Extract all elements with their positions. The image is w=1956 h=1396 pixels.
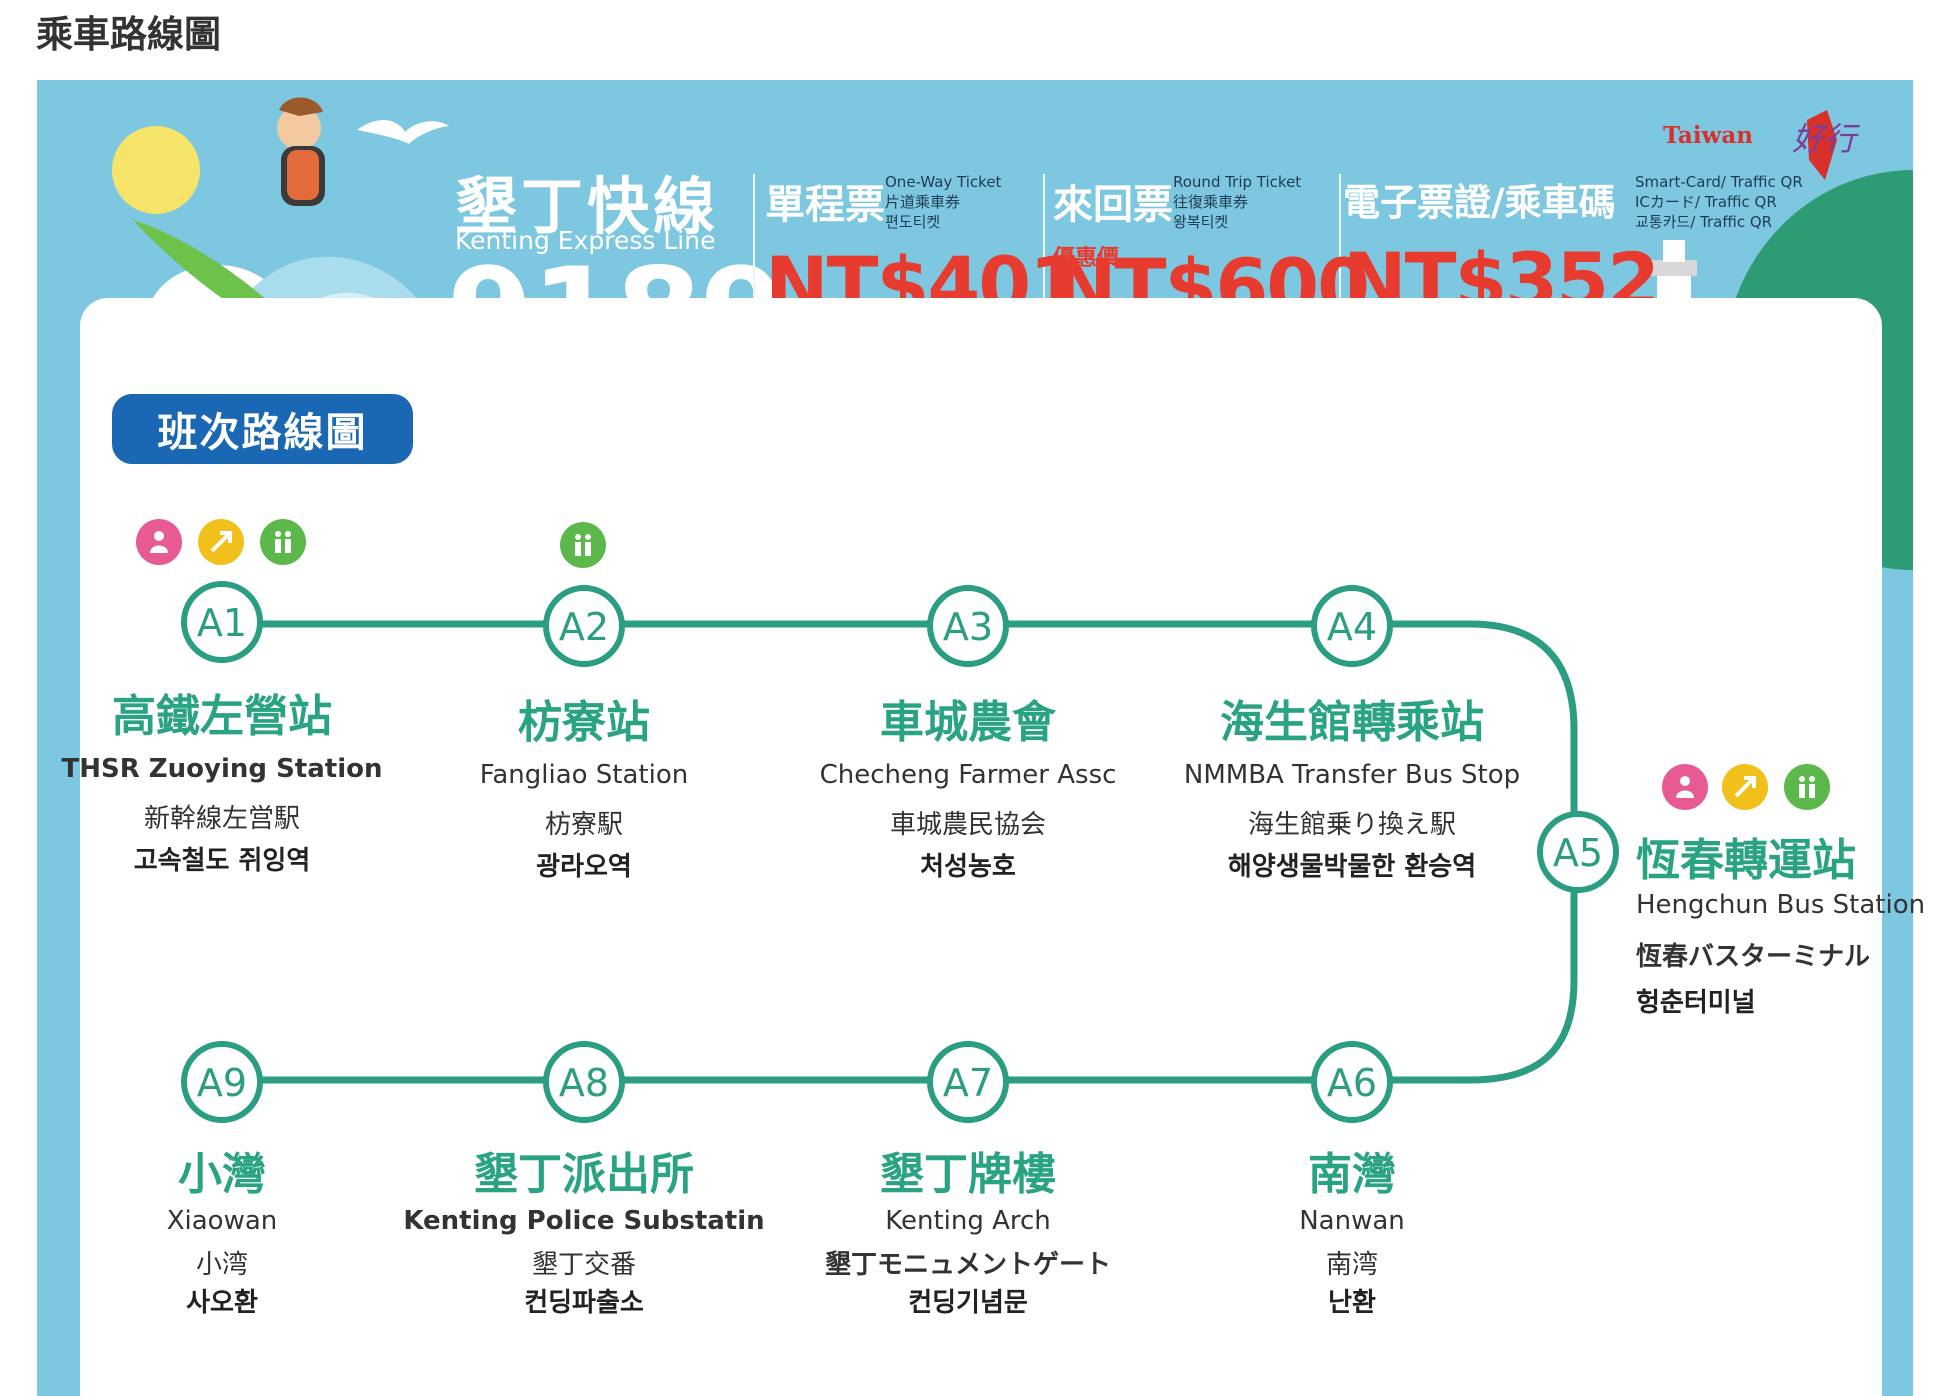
stop-name-zh: 車城農會 bbox=[880, 697, 1056, 748]
stop-name-ja: 墾丁交番 bbox=[531, 1250, 637, 1280]
stop-name-ko: 처성농호 bbox=[920, 852, 1016, 882]
stop-marker-a6: A6 bbox=[1311, 1041, 1393, 1123]
stop-marker-a9: A9 bbox=[181, 1041, 263, 1123]
stop-markers: A1 A2 A3 A4 A5 A6 A7 A8 A9 bbox=[181, 581, 1619, 1123]
stop-name-ko: 헝춘터미널 bbox=[1636, 988, 1756, 1018]
stop-name-ja: 枋寮駅 bbox=[544, 810, 624, 840]
stop-marker-a8: A8 bbox=[543, 1041, 625, 1123]
stop-name-ko: 난환 bbox=[1328, 1288, 1376, 1318]
stop-code: A5 bbox=[1553, 831, 1603, 875]
stop-name-ja: 南湾 bbox=[1325, 1250, 1379, 1280]
stop-code: A7 bbox=[943, 1061, 993, 1105]
stop-marker-a1: A1 bbox=[181, 581, 263, 663]
stop-name-en: Xiaowan bbox=[166, 1206, 278, 1236]
stop-name-en: Kenting Arch bbox=[885, 1206, 1051, 1236]
restroom-icon bbox=[560, 522, 606, 568]
nursing-room-icon bbox=[136, 519, 182, 565]
ticket-name-roundtrip: 來回票 bbox=[1053, 182, 1173, 228]
haoxing-logo: 好行 bbox=[1792, 120, 1857, 158]
restroom-icon bbox=[260, 519, 306, 565]
information-icon bbox=[198, 519, 244, 565]
route-heading: 班次路線圖 bbox=[112, 394, 413, 464]
stop-code: A3 bbox=[943, 605, 993, 649]
stop-name-ja: 恆春バスターミナル bbox=[1636, 942, 1871, 972]
stop-name-ko: 광라오역 bbox=[536, 852, 632, 882]
divider bbox=[753, 174, 755, 370]
stop-marker-a7: A7 bbox=[927, 1041, 1009, 1123]
stop-name-zh: 海生館轉乘站 bbox=[1220, 697, 1484, 748]
stop-name-ko: 컨딩기념문 bbox=[908, 1288, 1028, 1318]
stop-marker-a5: A5 bbox=[1537, 811, 1619, 893]
stop-name-en: NMMBA Transfer Bus Stop bbox=[1183, 760, 1521, 790]
stop-code: A4 bbox=[1327, 605, 1377, 649]
stop-name-zh: 枋寮站 bbox=[518, 697, 650, 748]
stop-name-ko: 사오환 bbox=[186, 1288, 258, 1318]
stop-name-zh: 墾丁牌樓 bbox=[880, 1149, 1056, 1200]
stop-name-zh: 高鐵左營站 bbox=[112, 691, 332, 742]
ticket-name-smartcard: 電子票證/乘車碼 bbox=[1343, 181, 1616, 224]
stop-name-en: Hengchun Bus Station bbox=[1636, 890, 1926, 920]
stop-name-en: THSR Zuoying Station bbox=[61, 754, 383, 784]
information-icon bbox=[1722, 764, 1768, 810]
stop-code: A1 bbox=[197, 601, 247, 645]
stop-name-zh: 墾丁派出所 bbox=[474, 1149, 694, 1200]
stop-name-ko: 컨딩파출소 bbox=[524, 1288, 644, 1318]
stop-name-en: Nanwan bbox=[1299, 1206, 1405, 1236]
nursing-room-icon bbox=[1662, 764, 1708, 810]
stop-name-ja: 新幹線左営駅 bbox=[143, 804, 301, 834]
stop-name-ja: 海生館乗り換え駅 bbox=[1247, 810, 1457, 840]
stop-name-ja: 車城農民協会 bbox=[889, 810, 1047, 840]
stop-code: A2 bbox=[559, 605, 609, 649]
stop-marker-a2: A2 bbox=[543, 585, 625, 667]
stop-name-en: Fangliao Station bbox=[479, 760, 689, 790]
stop-name-ja: 墾丁モニュメントゲート bbox=[824, 1250, 1112, 1280]
page-title: 乘車路線圖 bbox=[36, 13, 221, 56]
stop-name-ko: 고속철도 쥐잉역 bbox=[133, 846, 311, 876]
stop-name-en: Kenting Police Substatin bbox=[403, 1206, 765, 1236]
discount-badge: 優惠價 bbox=[1053, 246, 1120, 271]
stop-name-ja: 小湾 bbox=[195, 1250, 249, 1280]
stop-marker-a4: A4 bbox=[1311, 585, 1393, 667]
divider bbox=[1339, 174, 1341, 370]
stop-name-en: Checheng Farmer Assc bbox=[819, 760, 1117, 790]
taiwan-logo: Taiwan bbox=[1663, 122, 1753, 149]
hero-title: 墾丁快線 bbox=[455, 170, 720, 243]
restroom-icon bbox=[1784, 764, 1830, 810]
stop-name-ko: 해양생물박물한 환승역 bbox=[1227, 852, 1477, 882]
ticket-name-oneway: 單程票 bbox=[765, 182, 885, 228]
stop-code: A9 bbox=[197, 1061, 247, 1105]
stop-marker-a3: A3 bbox=[927, 585, 1009, 667]
stop-name-zh: 恆春轉運站 bbox=[1636, 835, 1856, 886]
hero-subtitle: Kenting Express Line bbox=[455, 226, 716, 255]
stop-code: A6 bbox=[1327, 1061, 1377, 1105]
divider bbox=[1043, 174, 1045, 370]
stop-code: A8 bbox=[559, 1061, 609, 1105]
stop-name-zh: 南灣 bbox=[1308, 1149, 1396, 1200]
stop-name-zh: 小灣 bbox=[178, 1149, 266, 1200]
